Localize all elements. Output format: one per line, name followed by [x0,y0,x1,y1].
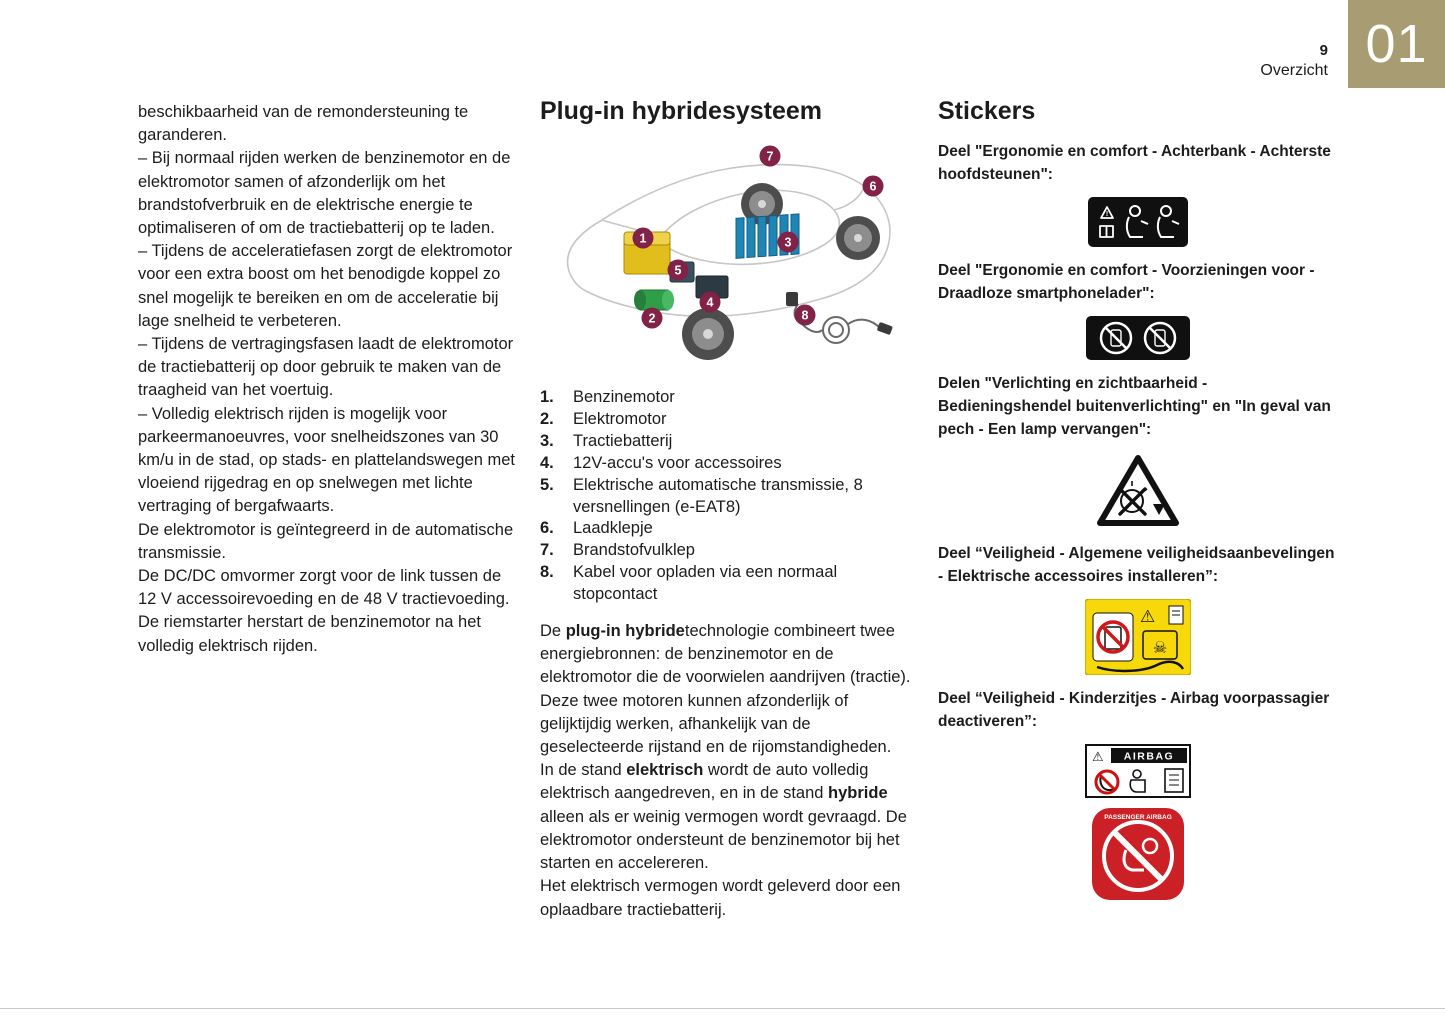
hybrid-system-diagram: 1 2 3 4 5 6 7 8 [540,134,918,381]
list-item: 2.Elektromotor [540,409,667,428]
list-item: 6.Laadklepje [540,519,653,538]
page-title: Plug-in hybridesysteem [540,97,823,125]
diagram-badges: 1 2 3 4 5 6 7 8 [632,145,884,329]
headrest-warning-sticker-icon: ! [938,197,1338,247]
paragraph: beschikbaarheid van de remondersteuning … [138,103,469,145]
list-item: 4.12V-accu's voor accessoires [540,453,782,472]
sticker-label: Deel "Ergonomie en comfort - Achterbank … [938,143,1331,183]
page-bottom-rule [0,1008,1445,1009]
sticker-label: Deel “Veiligheid - Kinderzitjes - Airbag… [938,690,1330,730]
paragraph: – Bij normaal rijden werken de benzinemo… [138,149,511,238]
list-item: 5.Elektrische automatische transmissie, … [540,475,863,516]
svg-text:⚠: ⚠ [1092,749,1104,764]
paragraph: – Tijdens de vertragingsfasen laadt de e… [138,335,514,400]
right-column: Stickers Deel "Ergonomie en comfort - Ac… [938,96,1338,904]
passenger-airbag-deactivation-sticker-icon: PASSENGER AIRBAG [938,808,1338,900]
middle-column: Plug-in hybridesysteem [540,96,918,922]
electrical-accessories-warning-sticker-icon: ⚠ ☠ [938,599,1338,675]
lamp-replacement-warning-sticker-icon [938,452,1338,530]
paragraph: – Tijdens de acceleratiefasen zorgt de e… [138,242,513,330]
sticker-entry: Deel "Ergonomie en comfort - Voorziening… [938,259,1338,360]
svg-text:!: ! [1106,211,1108,218]
paragraph: De plug-in hybridetechnologie combineert… [540,622,911,687]
badge-8: 8 [802,309,809,323]
left-column: beschikbaarheid van de remondersteuning … [138,96,516,658]
stickers-title: Stickers [938,97,1036,125]
wheels [682,183,880,360]
list-item: 8.Kabel voor opladen via een normaal sto… [540,563,838,604]
electric-motor-component [634,289,674,311]
svg-text:AIRBAG: AIRBAG [1124,751,1174,763]
paragraph: De DC/DC omvormer zorgt voor de link tus… [138,567,510,609]
svg-text:☠: ☠ [1153,640,1167,657]
wall-plug [877,322,893,335]
wireless-charger-prohibition-sticker-icon [938,316,1338,360]
list-item: 7.Brandstofvulklep [540,541,695,560]
paragraph: In de stand elektrisch wordt de auto vol… [540,761,907,873]
badge-5: 5 [675,264,682,278]
badge-1: 1 [640,232,647,246]
badge-6: 6 [870,180,877,194]
list-item: 1.Benzinemotor [540,388,675,406]
section-label: Overzicht [1260,62,1328,79]
sticker-entry: Deel “Veiligheid - Kinderzitjes - Airbag… [938,687,1338,900]
list-item: 3.Tractiebatterij [540,431,673,450]
badge-2: 2 [649,312,656,326]
paragraph: Deze twee motoren kunnen afzonderlijk of… [540,691,892,757]
hybrid-system-diagram-art: 1 2 3 4 5 6 7 8 [566,145,893,360]
paragraph: – Volledig elektrisch rijden is mogelijk… [138,404,515,516]
paragraph: De elektromotor is geïntegreerd in de au… [138,520,514,562]
charging-plug [786,292,798,306]
airbag-warning-sticker-icon: ⚠ AIRBAG [938,744,1338,798]
chapter-number: 01 [1365,14,1428,74]
middle-paragraphs: De plug-in hybridetechnologie combineert… [540,620,918,922]
page-meta: 9 Overzicht [1260,42,1328,80]
badge-4: 4 [707,296,714,310]
sticker-entry: Deel "Ergonomie en comfort - Achterbank … [938,140,1338,247]
badge-7: 7 [767,150,774,164]
paragraph: De riemstarter herstart de benzinemotor … [138,613,481,655]
sticker-label: Deel “Veiligheid - Algemene veiligheidsa… [938,545,1335,585]
svg-text:⚠: ⚠ [1140,607,1155,626]
page-number: 9 [1319,42,1328,59]
parts-list: 1.Benzinemotor 2.Elektromotor 3.Tractieb… [540,387,918,606]
badge-3: 3 [785,236,792,250]
sticker-label: Delen "Verlichting en zichtbaarheid - Be… [938,375,1331,438]
paragraph: Het elektrisch vermogen wordt geleverd d… [540,877,901,919]
svg-text:PASSENGER AIRBAG: PASSENGER AIRBAG [1104,814,1172,821]
sticker-label: Deel "Ergonomie en comfort - Voorziening… [938,262,1315,302]
chapter-number-box: 01 [1348,0,1445,88]
sticker-entry: Deel “Veiligheid - Algemene veiligheidsa… [938,542,1338,675]
sticker-entry: Delen "Verlichting en zichtbaarheid - Be… [938,372,1338,530]
